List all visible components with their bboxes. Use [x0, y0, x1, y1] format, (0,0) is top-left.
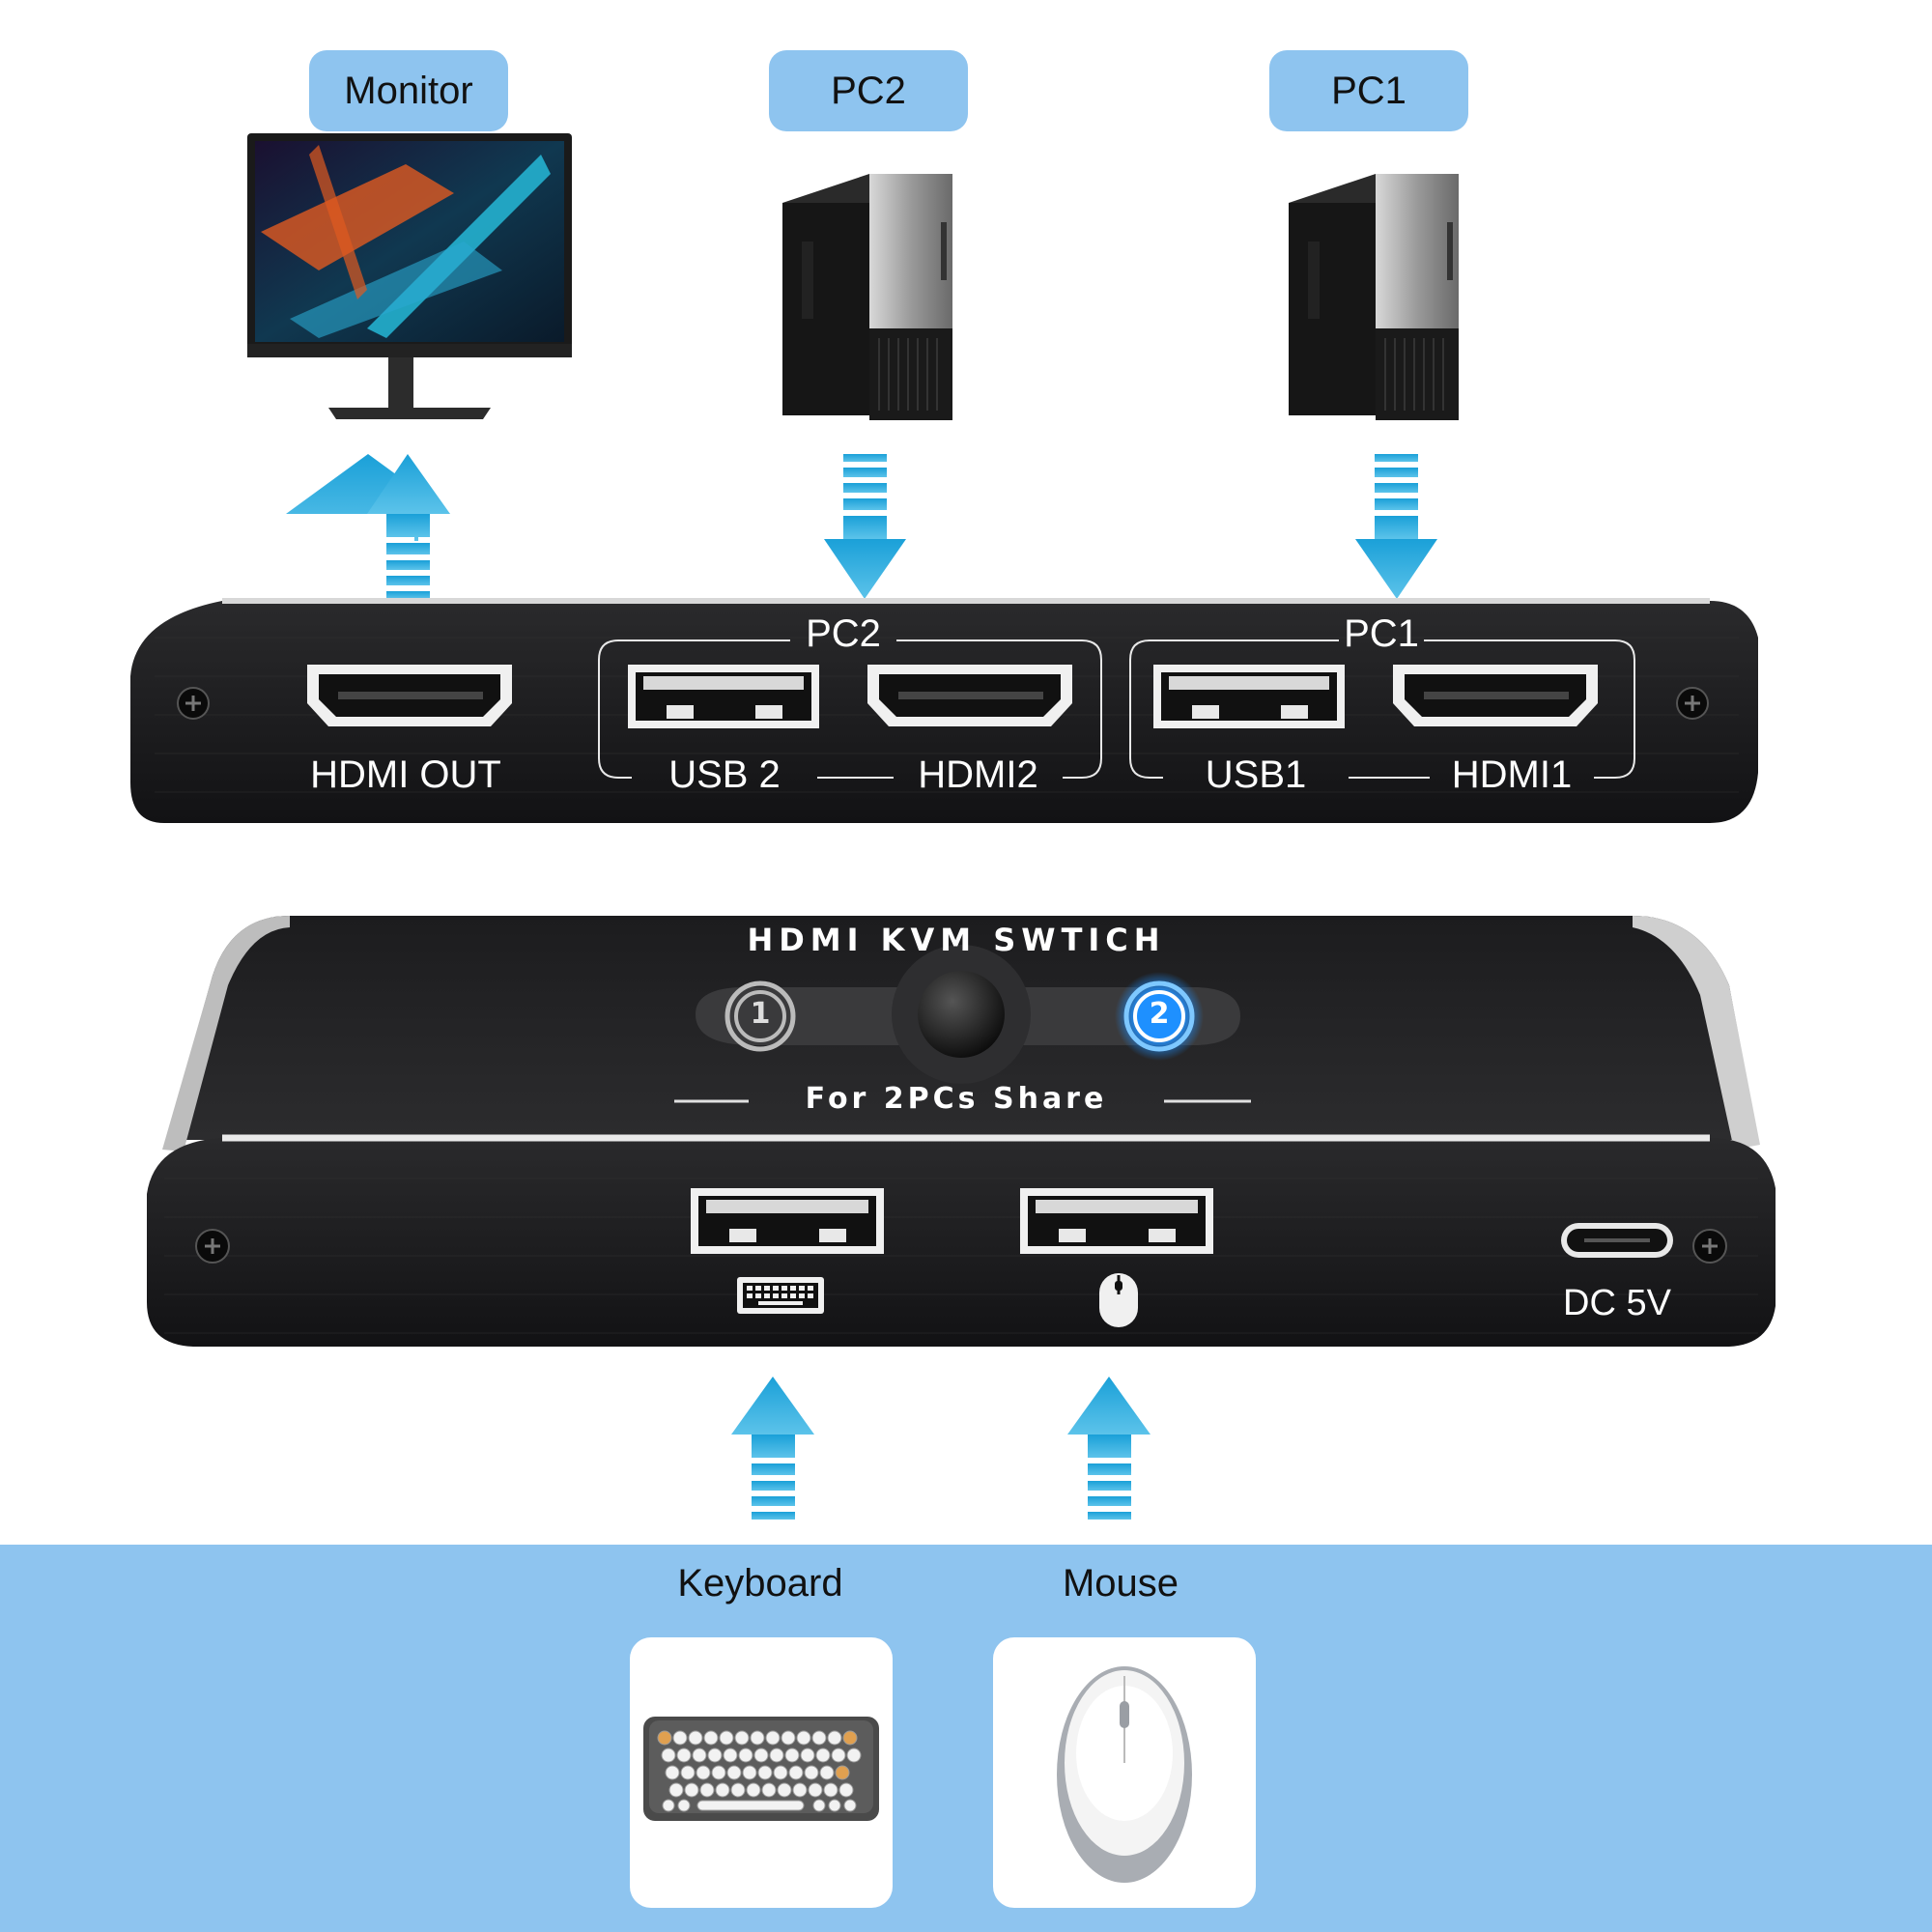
monitor-icon	[247, 133, 572, 419]
usb-c-port-icon	[1561, 1223, 1673, 1258]
pc2-label: PC2	[769, 50, 968, 131]
hdmi-out-label: HDMI OUT	[310, 753, 501, 796]
hdmi-port-icon	[867, 665, 1072, 726]
front-device	[162, 916, 1760, 1151]
usb-port-icon	[628, 665, 819, 728]
keyboard-icon	[737, 1277, 824, 1314]
peripherals-band	[0, 1545, 1932, 1932]
pc-tower-icon	[782, 174, 952, 420]
mouse-icon	[1057, 1666, 1192, 1883]
hdmi2-label: HDMI2	[918, 753, 1038, 796]
hdmi-port-icon	[1393, 665, 1598, 726]
arrow-up-icon	[286, 454, 450, 599]
keyboard-icon	[643, 1717, 879, 1821]
monitor-label: Monitor	[309, 50, 508, 131]
arrow-down-icon	[824, 454, 906, 599]
pc-tower-icon	[1289, 174, 1459, 420]
usb1-label: USB1	[1205, 753, 1307, 796]
screw-icon	[1692, 1229, 1727, 1264]
group-pc2-label: PC2	[806, 612, 881, 655]
usb2-label: USB 2	[668, 753, 781, 796]
device-title: HDMI KVM SWTICH	[747, 922, 1166, 958]
mouse-card	[993, 1637, 1256, 1908]
keyboard-label: Keyboard	[677, 1562, 843, 1605]
port2-indicator-icon	[1115, 972, 1204, 1061]
port2-number: 2	[1149, 997, 1170, 1031]
usb-port-icon	[691, 1188, 884, 1254]
pc1-label: PC1	[1269, 50, 1468, 131]
mouse-label: Mouse	[1062, 1562, 1179, 1605]
screw-icon	[177, 687, 210, 720]
port1-indicator-icon	[724, 980, 796, 1052]
arrow-up-icon	[1067, 1377, 1151, 1520]
screw-icon	[195, 1229, 230, 1264]
usb-port-icon	[1153, 665, 1345, 728]
dc-5v-label: DC 5V	[1563, 1283, 1671, 1323]
front-panel	[147, 1134, 1776, 1347]
device-subtitle: For 2PCs Share	[805, 1082, 1108, 1116]
group-pc1-label: PC1	[1344, 612, 1419, 655]
hdmi-port-icon	[307, 665, 512, 726]
back-panel	[130, 598, 1758, 823]
screw-icon	[1676, 687, 1709, 720]
usb-port-icon	[1020, 1188, 1213, 1254]
arrow-down-icon	[1355, 454, 1437, 599]
arrow-up-icon	[731, 1377, 814, 1520]
port1-number: 1	[750, 997, 771, 1031]
mouse-icon	[1099, 1273, 1138, 1327]
hdmi1-label: HDMI1	[1451, 753, 1573, 796]
keyboard-card	[630, 1637, 893, 1908]
